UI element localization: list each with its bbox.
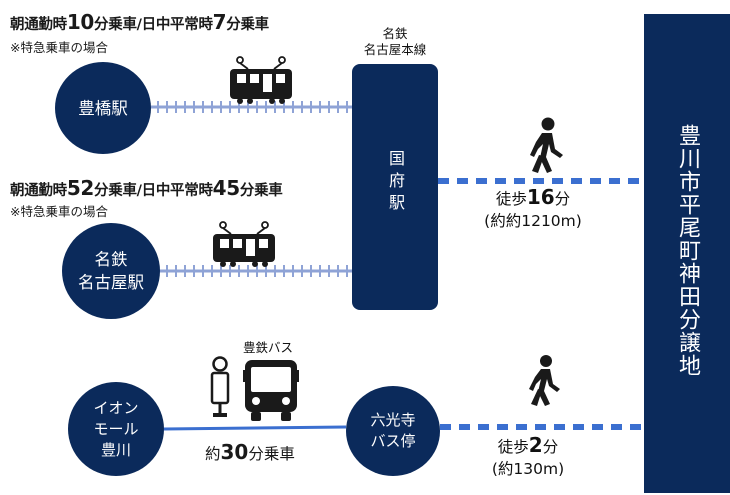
bus-walk-info: 徒歩2分 (約130m) <box>478 434 578 480</box>
bus-walk-suffix: 分 <box>542 438 559 456</box>
railway-track-nagoya <box>160 265 352 277</box>
railway-track-toyohashi <box>151 101 352 113</box>
aeon-mall-node: イオン モール 豊川 <box>68 382 164 476</box>
route2-freq-mid: 分乗車/日中平常時 <box>94 183 213 199</box>
bus-ride-prefix: 約 <box>205 445 221 463</box>
nagoya-station-label-line2: 名古屋駅 <box>78 273 144 292</box>
kokufu-walk-distance: (約約1210m) <box>484 212 582 230</box>
bus-route-line <box>163 425 347 431</box>
aeon-label-line2: モール <box>93 419 139 438</box>
toyohashi-station-node: 豊橋駅 <box>55 62 151 154</box>
kokufu-walk-prefix: 徒歩 <box>495 190 527 208</box>
bus-walk-distance: (約130m) <box>491 460 565 478</box>
bus-walk-num: 2 <box>528 433 543 457</box>
train-icon <box>213 221 275 267</box>
line-label-name: 名古屋本線 <box>363 42 427 57</box>
route2-freq-prefix: 朝通勤時 <box>10 183 67 199</box>
route2-freq-num2: 45 <box>212 176 241 200</box>
route1-freq-prefix: 朝通勤時 <box>10 17 67 33</box>
rokkoji-label-line2: バス停 <box>370 432 416 450</box>
route1-freq-suffix: 分乗車 <box>226 17 269 33</box>
walking-person-icon <box>529 355 560 406</box>
route1-freq-mid: 分乗車/日中平常時 <box>94 17 213 33</box>
bus-walk-time: 徒歩2分 <box>478 434 578 458</box>
bus-walk-prefix: 徒歩 <box>497 438 529 456</box>
kokufu-walk-time: 徒歩16分 <box>468 186 598 210</box>
route1-freq-num2: 7 <box>212 10 227 34</box>
aeon-label-line1: イオン <box>93 398 139 417</box>
aeon-label-line3: 豊川 <box>100 440 131 459</box>
bus-ride-suffix: 分乗車 <box>248 445 295 463</box>
rokkoji-label-line1: 六光寺 <box>370 411 416 429</box>
kokufu-station-label: 国府駅 <box>386 150 405 216</box>
route1-frequency: 朝通勤時10分乗車/日中平常時7分乗車 <box>10 10 269 34</box>
train-icon <box>230 56 292 104</box>
kokufu-station-node <box>352 64 438 310</box>
toyohashi-station-label: 豊橋駅 <box>78 98 128 118</box>
rokkoji-bus-stop-node: 六光寺 バス停 <box>346 386 440 476</box>
bus-company-label: 豊鉄バス <box>242 340 293 355</box>
meitetsu-nagoya-station-node: 名鉄 名古屋駅 <box>62 223 160 319</box>
walking-person-icon <box>530 117 563 173</box>
destination-label: 豊川市平尾町神田分譲地 <box>675 124 700 377</box>
destination-panel <box>644 14 730 493</box>
bus-ride-num: 30 <box>220 440 249 464</box>
route1-note: ※特急乗車の場合 <box>10 40 108 55</box>
kokufu-walk-num: 16 <box>526 185 555 209</box>
nagoya-station-label-line1: 名鉄 <box>94 250 128 269</box>
line-label-company: 名鉄 <box>382 26 408 41</box>
route2-frequency: 朝通勤時52分乗車/日中平常時45分乗車 <box>10 176 283 200</box>
bus-stop-icon <box>210 356 230 417</box>
route2-freq-suffix: 分乗車 <box>239 183 283 199</box>
kokufu-walk-suffix: 分 <box>554 190 571 208</box>
route2-freq-num1: 52 <box>66 176 95 200</box>
line-label: 名鉄 名古屋本線 <box>355 26 435 58</box>
route1-freq-num1: 10 <box>66 10 95 34</box>
bus-icon <box>243 360 299 421</box>
route2-note: ※特急乗車の場合 <box>10 204 108 219</box>
bus-ride-time: 約30分乗車 <box>205 440 295 464</box>
kokufu-walk-info: 徒歩16分 (約約1210m) <box>468 186 598 232</box>
